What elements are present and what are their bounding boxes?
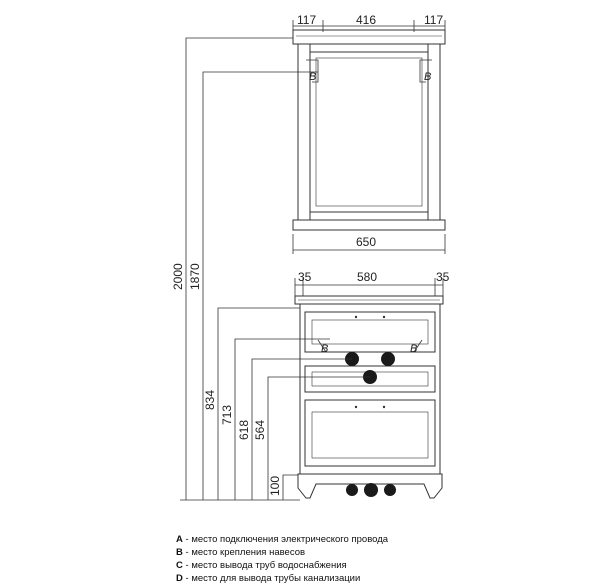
mark-b-right: B [424, 71, 431, 83]
vanity-body [299, 303, 441, 475]
height-leaders [180, 37, 370, 501]
vanity-legs [297, 473, 443, 499]
dim-650: 650 [356, 235, 376, 249]
dim-416: 416 [356, 13, 376, 27]
vanity-knobs [354, 315, 386, 409]
vanity-top-panel [304, 311, 436, 353]
legend-text: - место крепления навесов [182, 547, 306, 558]
connection-points [345, 352, 396, 497]
dim-35-right: 35 [436, 270, 450, 284]
legend-text: - место подключения электрического прово… [182, 534, 389, 545]
front-dimension-lines [294, 278, 444, 296]
dim-618: 618 [237, 420, 251, 440]
mirror-cabinet [292, 29, 446, 231]
dim-713: 713 [220, 405, 234, 425]
legend: A - место подключения электрического про… [176, 533, 388, 585]
dim-117-left: 117 [297, 13, 316, 27]
dim-580: 580 [357, 270, 377, 284]
dim-2000: 2000 [171, 263, 185, 290]
floor-point-center [364, 483, 378, 497]
cabinet-base [292, 219, 446, 231]
mark-b-left: B [309, 71, 316, 83]
cabinet-cornice [292, 29, 446, 45]
front-mark-b-left: B [321, 343, 328, 355]
front-mark-b-right: B [410, 343, 417, 355]
legend-item-c: C - место вывода труб водоснабжения [176, 559, 388, 572]
width-650-lines [292, 234, 446, 254]
legend-item-b: B - место крепления навесов [176, 546, 388, 559]
legend-key: C [176, 560, 183, 571]
legend-key: A [176, 534, 183, 545]
legend-text: - место для вывода трубы канализации [182, 573, 361, 584]
legend-item-a: A - место подключения электрического про… [176, 533, 388, 546]
floor-point-left [346, 484, 358, 496]
pipe-point-c-right [381, 352, 395, 366]
dim-834: 834 [203, 390, 217, 410]
vanity-middle-drawer [304, 365, 436, 393]
legend-text: - место вывода труб водоснабжения [182, 560, 347, 571]
vanity-cabinet [294, 295, 444, 499]
floor-point-right [384, 484, 396, 496]
dim-117-right: 117 [424, 13, 443, 27]
dim-35-left: 35 [298, 270, 312, 284]
dim-100: 100 [268, 476, 282, 496]
dim-1870: 1870 [188, 263, 202, 290]
dim-564: 564 [253, 420, 267, 440]
legend-key: D [176, 573, 183, 584]
vanity-bottom-drawer [304, 399, 436, 467]
legend-item-d: D - место для вывода трубы канализации [176, 572, 388, 585]
top-dimension-lines [292, 20, 446, 32]
legend-key: B [176, 547, 183, 558]
cabinet-door [309, 51, 429, 213]
